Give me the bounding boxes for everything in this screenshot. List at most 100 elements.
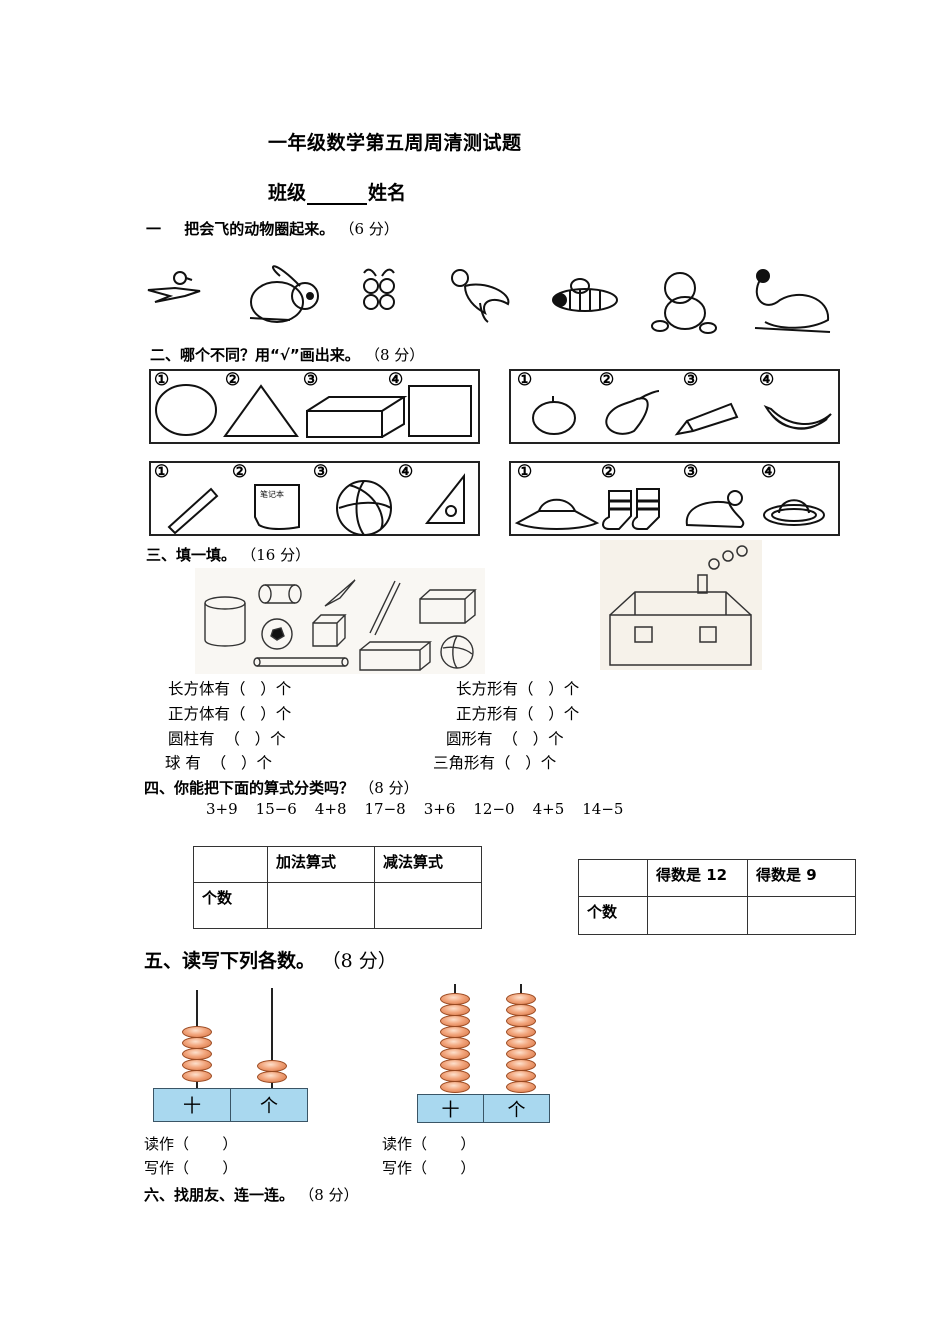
sun-hat-icon[interactable] (514, 498, 600, 530)
basketball-icon[interactable] (336, 480, 392, 536)
name-label: 姓名 (368, 182, 407, 204)
bee-icon[interactable] (552, 278, 618, 312)
q2-group-fruits (509, 369, 840, 444)
tens-place-label: 十 (183, 1096, 201, 1117)
option-number: ① (154, 370, 170, 390)
q5-heading: 五、读写下列各数。 （8 分） (144, 946, 397, 973)
q1-animals-row (147, 265, 831, 334)
q2-group-fruits-drawings (532, 390, 832, 436)
answer-cell-result-12[interactable] (647, 896, 748, 935)
abacus-rod-ones (271, 988, 273, 1090)
square-icon[interactable] (408, 385, 472, 437)
q3-heading: 三、填一填。 （16 分） (146, 544, 310, 565)
q2-group-clothing (509, 461, 840, 536)
q2-group-shapes-drawings (155, 384, 472, 438)
rod-icon (253, 657, 349, 667)
knit-cap-icon[interactable] (685, 490, 745, 529)
answer-cell-subtraction[interactable] (374, 882, 482, 929)
bead-icon (440, 1081, 470, 1093)
svg-text:笔记本: 笔记本 (260, 489, 284, 499)
table-corner (193, 846, 268, 883)
q3-house-picture (600, 540, 762, 670)
apple-icon[interactable] (532, 396, 576, 435)
abacus-rod-tens (454, 984, 456, 994)
fill-cuboid-count[interactable]: 长方体有（ ）个 (168, 680, 292, 698)
q6-score: （8 分） (299, 1186, 359, 1204)
butterfly-icon[interactable] (363, 268, 395, 310)
option-number: ① (517, 462, 533, 482)
option-number: ③ (313, 462, 329, 482)
q2-group-stationery (149, 461, 480, 536)
answer-cell-result-9[interactable] (747, 896, 856, 935)
ones-place-label: 个 (230, 1089, 307, 1121)
write-as-field-1[interactable]: 写作（ ） (144, 1159, 238, 1177)
class-blank[interactable] (307, 185, 368, 205)
notebook-icon[interactable]: 笔记本 (254, 484, 300, 530)
socks-icon[interactable] (602, 488, 660, 530)
rabbit-icon[interactable] (249, 265, 319, 323)
cylinder-icon (204, 596, 246, 647)
bead-icon (182, 1070, 212, 1082)
cylinder-lying-icon (258, 584, 302, 604)
teddy-bear-icon[interactable] (651, 272, 717, 334)
option-number: ③ (303, 370, 319, 390)
ruler-icon[interactable] (167, 487, 219, 535)
fill-rectangle-count[interactable]: 长方形有（ ）个 (456, 680, 580, 698)
q2-group-clothing-drawings (514, 488, 825, 530)
q4-score: （8 分） (359, 779, 419, 797)
expression: 3+6 (423, 800, 456, 818)
q2-group-stationery-drawings: 笔记本 (167, 473, 465, 536)
result-table: 得数是 12 得数是 9 个数 (578, 859, 856, 935)
cuboid-icon[interactable] (306, 396, 408, 438)
option-number: ④ (759, 370, 775, 390)
q5-score: （8 分） (321, 950, 397, 972)
expression: 4+5 (532, 800, 565, 818)
option-number: ④ (388, 370, 404, 390)
option-number: ① (154, 462, 170, 482)
table-corner (578, 859, 648, 897)
fill-cube-count[interactable]: 正方体有（ ）个 (168, 705, 292, 723)
bird-icon[interactable] (147, 271, 201, 303)
abacus-rod-ones (520, 984, 522, 994)
answer-cell-addition[interactable] (267, 882, 375, 929)
q1-score: （6 分） (339, 220, 399, 238)
option-number: ④ (398, 462, 414, 482)
straw-hat-icon[interactable] (763, 499, 825, 526)
read-as-field-2[interactable]: 读作（ ） (382, 1135, 476, 1153)
swan-icon[interactable] (754, 269, 831, 333)
student-info: 班级姓名 (268, 178, 406, 205)
q6-text: 六、找朋友、连一连。 (144, 1186, 295, 1204)
row-label-count: 个数 (193, 882, 268, 929)
option-number: ③ (683, 370, 699, 390)
pear-icon[interactable] (605, 390, 660, 435)
house-icon (609, 545, 752, 666)
banana-icon[interactable] (763, 404, 832, 430)
page-title: 一年级数学第五周周清测试题 (268, 132, 522, 154)
write-as-field-2[interactable]: 写作（ ） (382, 1159, 476, 1177)
option-number: ② (232, 462, 248, 482)
bead-icon (257, 1071, 287, 1083)
cuboid-bottom-icon (359, 641, 432, 671)
fill-sphere-count[interactable]: 球 有 （ ）个 (165, 754, 273, 772)
fill-circle-count[interactable]: 圆形有 （ ）个 (446, 730, 564, 748)
chick-icon[interactable] (451, 269, 510, 323)
cuboid-top-icon (419, 589, 477, 624)
set-square-icon[interactable] (424, 473, 465, 524)
column-header-result-9: 得数是 9 (747, 859, 856, 897)
read-as-field-1[interactable]: 读作（ ） (144, 1135, 238, 1153)
column-header-subtraction: 减法算式 (374, 846, 482, 883)
fill-triangle-count[interactable]: 三角形有（ ）个 (433, 754, 557, 772)
fill-cylinder-count[interactable]: 圆柱有 （ ）个 (168, 730, 286, 748)
circle-icon[interactable] (155, 384, 217, 436)
fill-square-count[interactable]: 正方形有（ ）个 (456, 705, 580, 723)
triangle-icon[interactable] (223, 384, 299, 437)
q2-text: 二、哪个不同？用“√”画出来。 (150, 346, 360, 364)
q1-text: 把会飞的动物圈起来。 (184, 220, 335, 238)
option-number: ④ (761, 462, 777, 482)
cube-icon (312, 614, 347, 647)
expression: 17−8 (364, 800, 406, 818)
pencil-icon[interactable] (674, 402, 739, 436)
q4-text: 四、你能把下面的算式分类吗？ (144, 779, 355, 797)
abacus-base: 十 个 (153, 1088, 308, 1122)
